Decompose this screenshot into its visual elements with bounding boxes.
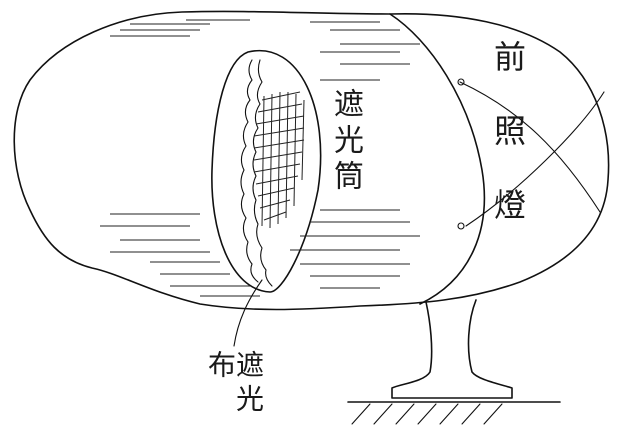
shade-tube-label: 遮光筒	[328, 88, 363, 196]
front-rim-line	[389, 13, 486, 305]
front-rim-curve	[459, 81, 601, 213]
ground-hatching	[351, 403, 503, 425]
lamp-housing-outline	[13, 10, 610, 311]
label-leader-line	[233, 279, 263, 347]
front-rim-cross	[465, 91, 605, 227]
shade-cloth-wavy-edge-2	[252, 59, 273, 287]
shade-net-label: 遮光布	[204, 350, 265, 418]
shade-tube-opening	[211, 49, 322, 293]
lamp-stand	[391, 299, 513, 399]
housing-shading	[100, 19, 420, 297]
shade-mesh-grid	[253, 91, 305, 229]
rivet-lower	[457, 222, 465, 230]
shade-cloth-wavy-edge-1	[240, 59, 259, 283]
rivet-upper	[457, 78, 465, 86]
front-lamp-label: 前照燈	[489, 40, 527, 262]
